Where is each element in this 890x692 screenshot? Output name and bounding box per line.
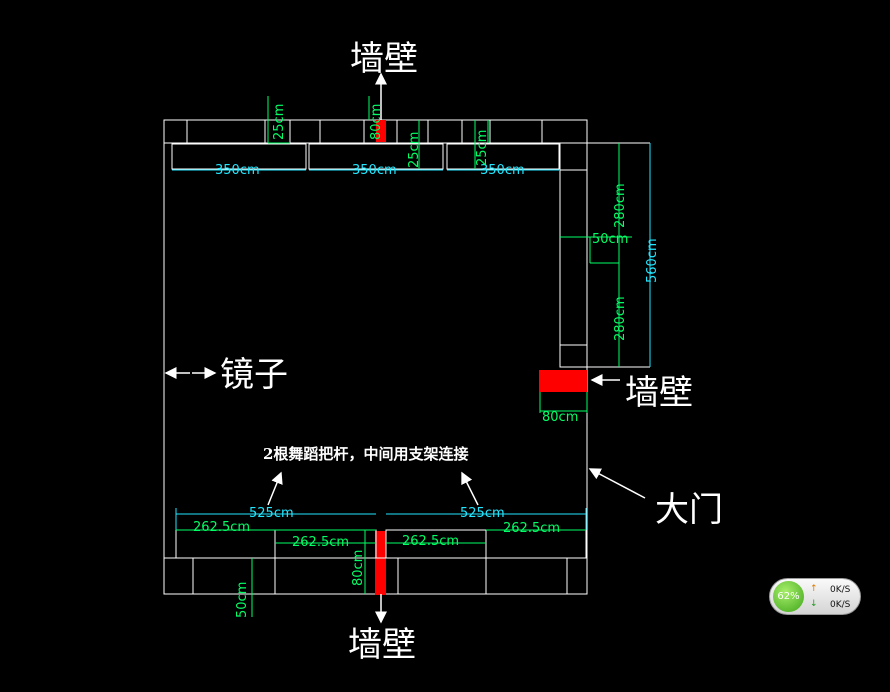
pillar-right xyxy=(539,370,587,392)
dim-top-bar-3: 350cm xyxy=(480,163,525,178)
dim-right-column: 80cm xyxy=(542,410,578,425)
upload-speed-row: ↑ 0K/S xyxy=(810,584,858,598)
dim-bottom-seg-3: 262.5cm xyxy=(402,534,459,549)
top-offset-lines xyxy=(267,96,489,169)
dim-bottom-column: 80cm xyxy=(351,550,366,586)
download-speed: 0K/S xyxy=(830,600,851,610)
right-dimension-lines xyxy=(539,143,651,413)
arrow-door xyxy=(588,468,646,499)
label-wall-right: 墙壁 xyxy=(625,373,693,413)
label-mirror: 镜子 xyxy=(220,355,288,395)
dim-top-offset-3: 25cm xyxy=(407,132,422,168)
dim-bottom-seg-1: 262.5cm xyxy=(193,520,250,535)
dim-right-width: 50cm xyxy=(592,232,628,247)
top-bar-group xyxy=(164,120,587,170)
dim-right-total: 560cm xyxy=(645,238,660,283)
label-wall-top: 墙壁 xyxy=(350,39,418,79)
dim-bottom-seg-4: 262.5cm xyxy=(503,521,560,536)
top-bar-2 xyxy=(308,143,444,170)
label-wall-bottom: 墙壁 xyxy=(348,625,416,665)
label-door: 大门 xyxy=(655,490,723,530)
dim-bottom-seg-2: 262.5cm xyxy=(292,535,349,550)
dim-top-offset-2: 80cm xyxy=(369,104,384,140)
dim-right-lower: 280cm xyxy=(613,296,628,341)
dim-top-offset-4: 25cm xyxy=(475,130,490,166)
dim-top-offset-1: 25cm xyxy=(272,104,287,140)
network-speed-widget[interactable]: 62% ↑ 0K/S ↓ 0K/S xyxy=(769,578,861,615)
dim-bottom-left-total: 525cm xyxy=(249,506,294,521)
label-barre-note: 2根舞蹈把杆，中间用支架连接 xyxy=(263,445,468,463)
arrow-up-icon: ↑ xyxy=(810,584,818,594)
pillar-top xyxy=(376,120,386,142)
dim-right-upper: 280cm xyxy=(613,183,628,228)
arrow-note-right xyxy=(461,471,479,506)
memory-percent-badge[interactable]: 62% xyxy=(773,581,804,612)
dim-top-bar-2: 350cm xyxy=(352,163,397,178)
arrow-down-icon: ↓ xyxy=(810,599,818,609)
top-bar-1 xyxy=(171,143,307,170)
pillar-bottom xyxy=(375,531,386,595)
upload-speed: 0K/S xyxy=(830,585,851,595)
download-speed-row: ↓ 0K/S xyxy=(810,599,858,613)
dim-top-bar-1: 350cm xyxy=(215,163,260,178)
arrow-note-left xyxy=(267,471,283,506)
top-bar-3 xyxy=(446,143,560,170)
bottom-dimension-lines xyxy=(175,508,587,617)
annotation-arrows xyxy=(164,72,646,624)
dim-bottom-offset: 50cm xyxy=(235,582,250,618)
dim-bottom-right-total: 525cm xyxy=(460,506,505,521)
